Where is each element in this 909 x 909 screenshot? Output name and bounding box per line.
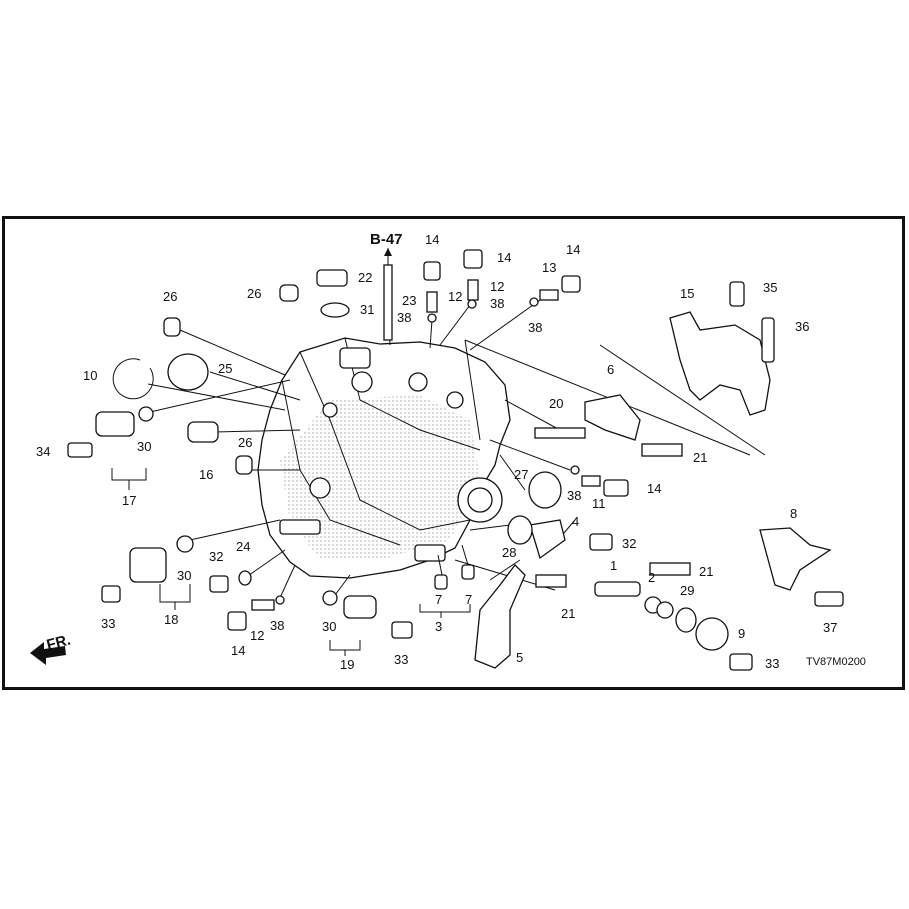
reference-marker: B-47 — [370, 231, 403, 262]
callout: 11 — [592, 496, 606, 511]
callout: 26 — [247, 286, 261, 301]
callout: 14 — [647, 481, 661, 496]
callout: 5 — [516, 650, 523, 665]
callout: 15 — [680, 286, 694, 301]
callout: 34 — [36, 444, 50, 459]
callout: 4 — [572, 514, 579, 529]
callout: 23 — [402, 293, 416, 308]
callout: 26 — [238, 435, 252, 450]
transmission-case — [257, 337, 511, 579]
callout: 24 — [236, 539, 250, 554]
callout: 9 — [738, 626, 745, 641]
callout: 14 — [231, 643, 245, 658]
callout: 16 — [199, 467, 213, 482]
callout: 1 — [610, 558, 617, 573]
callout: 21 — [699, 564, 713, 579]
callout: 17 — [122, 493, 136, 508]
callout: 25 — [218, 361, 232, 376]
callout: 14 — [566, 242, 580, 257]
callout: 28 — [502, 545, 516, 560]
reference-label: B-47 — [370, 231, 403, 248]
callout: 26 — [163, 289, 177, 304]
callout: 32 — [622, 536, 636, 551]
callout: 7 — [435, 592, 442, 607]
callout: 21 — [561, 606, 575, 621]
small-parts — [30, 249, 844, 671]
front-arrow-icon — [30, 642, 66, 665]
callout: 12 — [490, 279, 504, 294]
group-brackets — [111, 468, 471, 656]
callout: 38 — [567, 488, 581, 503]
callout: 18 — [164, 612, 178, 627]
callout: 33 — [394, 652, 408, 667]
direction-label: FR. — [45, 632, 73, 654]
callout: 31 — [360, 302, 374, 317]
callout: 3 — [435, 619, 442, 634]
callout: 36 — [795, 319, 809, 334]
callout: 33 — [765, 656, 779, 671]
callout: 38 — [490, 296, 504, 311]
callout: 38 — [528, 320, 542, 335]
callout: 27 — [514, 467, 528, 482]
callout: 30 — [177, 568, 191, 583]
callout: 13 — [542, 260, 556, 275]
callout: 30 — [137, 439, 151, 454]
callout: 30 — [322, 619, 336, 634]
callout: 33 — [101, 616, 115, 631]
callout: 35 — [763, 280, 777, 295]
callout: 32 — [209, 549, 223, 564]
callout: 14 — [425, 232, 439, 247]
callout: 20 — [549, 396, 563, 411]
callout: 10 — [83, 368, 97, 383]
callout: 37 — [823, 620, 837, 635]
callout: 14 — [497, 250, 511, 265]
callout: 12 — [250, 628, 264, 643]
callout: 21 — [693, 450, 707, 465]
callout: 6 — [607, 362, 614, 377]
callout: 12 — [448, 289, 462, 304]
callout: 38 — [270, 618, 284, 633]
leader-lines — [147, 260, 766, 601]
callout: 7 — [465, 592, 472, 607]
callout: 29 — [680, 583, 694, 598]
callout: 8 — [790, 506, 797, 521]
callout: 2 — [648, 570, 655, 585]
callout: 19 — [340, 657, 354, 672]
drawing-code: TV87M0200 — [806, 656, 866, 668]
callout-numbers: 1 2 3 4 5 6 7 7 8 9 10 11 12 12 12 13 14… — [36, 232, 837, 672]
up-arrow-icon — [384, 248, 392, 256]
callout: 38 — [397, 310, 411, 325]
callout: 22 — [358, 270, 372, 285]
